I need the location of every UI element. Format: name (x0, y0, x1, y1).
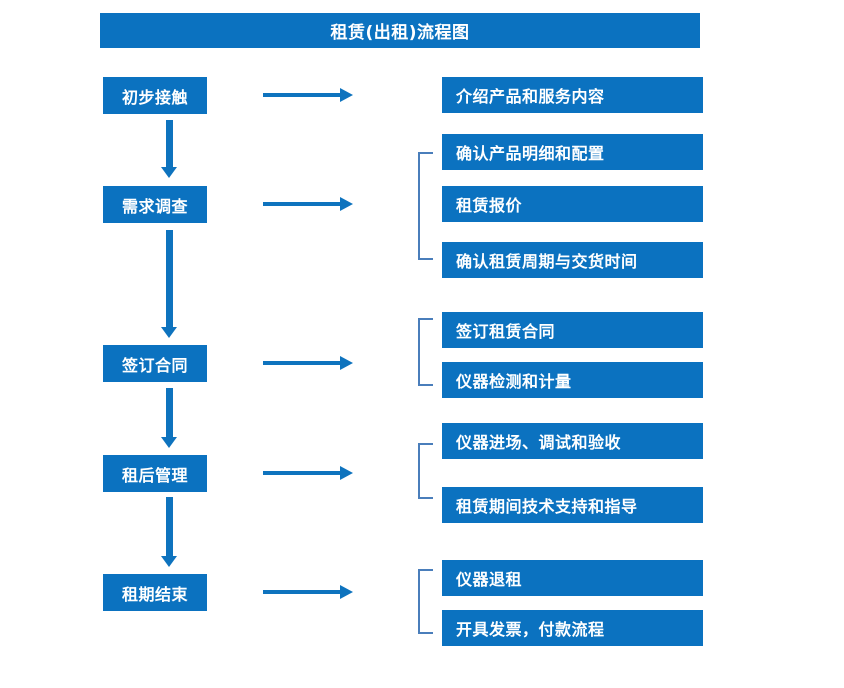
vertical-arrow-down-icon-2 (161, 230, 177, 338)
detail-label: 租赁报价 (456, 196, 523, 215)
stage-box-lease-end[interactable]: 租期结束 (103, 574, 207, 611)
horizontal-arrow-right-icon-3 (263, 356, 353, 370)
stage-label: 租后管理 (121, 465, 188, 485)
detail-label: 介绍产品和服务内容 (456, 87, 605, 106)
stage-label: 租期结束 (121, 584, 188, 604)
detail-box-sign-rental-contract[interactable]: 签订租赁合同 (442, 312, 703, 348)
detail-label: 租赁期间技术支持和指导 (456, 497, 638, 516)
group-bracket-sign-contract (418, 318, 433, 386)
group-bracket-lease-end (418, 569, 433, 634)
detail-box-instrument-return[interactable]: 仪器退租 (442, 560, 703, 596)
detail-box-confirm-period-delivery[interactable]: 确认租赁周期与交货时间 (442, 242, 703, 278)
detail-label: 仪器退租 (456, 570, 523, 589)
chart-title-banner: 租赁(出租)流程图 (100, 13, 700, 48)
detail-box-instrument-testing[interactable]: 仪器检测和计量 (442, 362, 703, 398)
detail-label: 仪器检测和计量 (456, 372, 572, 391)
horizontal-arrow-right-icon-4 (263, 466, 353, 480)
horizontal-arrow-right-icon-2 (263, 197, 353, 211)
detail-box-invoice-payment[interactable]: 开具发票，付款流程 (442, 610, 703, 646)
stage-box-requirement-survey[interactable]: 需求调查 (103, 186, 207, 223)
detail-box-instrument-onsite-acceptance[interactable]: 仪器进场、调试和验收 (442, 423, 703, 459)
stage-label: 初步接触 (121, 87, 188, 107)
chart-title-text: 租赁(出租)流程图 (330, 23, 470, 43)
group-bracket-requirement-survey (418, 152, 433, 260)
stage-box-post-rental-mgmt[interactable]: 租后管理 (103, 455, 207, 492)
detail-box-technical-support[interactable]: 租赁期间技术支持和指导 (442, 487, 703, 523)
vertical-arrow-down-icon-1 (161, 120, 177, 178)
detail-label: 开具发票，付款流程 (456, 620, 605, 639)
detail-label: 确认租赁周期与交货时间 (456, 252, 638, 271)
detail-box-confirm-spec-config[interactable]: 确认产品明细和配置 (442, 134, 703, 170)
vertical-arrow-down-icon-3 (161, 388, 177, 448)
detail-box-rental-quotation[interactable]: 租赁报价 (442, 186, 703, 222)
detail-label: 确认产品明细和配置 (456, 144, 605, 163)
detail-label: 仪器进场、调试和验收 (456, 433, 622, 452)
detail-label: 签订租赁合同 (456, 322, 556, 341)
stage-box-initial-contact[interactable]: 初步接触 (103, 77, 207, 114)
horizontal-arrow-right-icon-5 (263, 585, 353, 599)
vertical-arrow-down-icon-4 (161, 497, 177, 567)
stage-label: 需求调查 (121, 196, 188, 216)
detail-box-introduce-products[interactable]: 介绍产品和服务内容 (442, 77, 703, 113)
stage-label: 签订合同 (121, 355, 188, 375)
stage-box-sign-contract[interactable]: 签订合同 (103, 345, 207, 382)
group-bracket-post-rental-mgmt (418, 443, 433, 499)
horizontal-arrow-right-icon-1 (263, 88, 353, 102)
